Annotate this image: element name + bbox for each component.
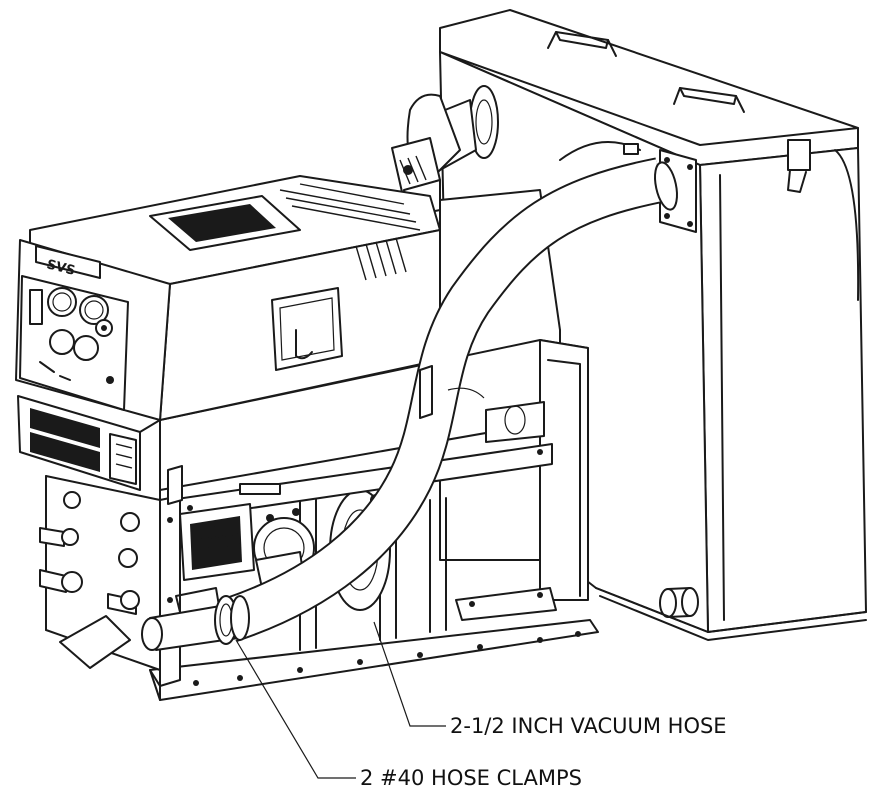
hose-clamp-2 — [230, 595, 250, 641]
leader-line-hose-clamps — [235, 639, 356, 779]
lower-front-box — [39, 475, 181, 687]
vacuum-elbow — [391, 85, 499, 217]
control-panel — [19, 275, 129, 411]
front-grille — [17, 395, 141, 491]
brand-logo-text: SVS — [45, 257, 77, 279]
lid-latch — [787, 139, 811, 193]
lid-handle-front — [547, 31, 617, 57]
vacuum-hose — [222, 157, 678, 642]
callout-label-hose-clamps: 2 #40 HOSE CLAMPS — [360, 766, 582, 790]
water-pump — [455, 401, 557, 621]
callout-hose-clamps: 2 #40 HOSE CLAMPS — [235, 639, 582, 790]
gauge-right-icon — [79, 295, 109, 325]
front-fittings — [39, 491, 140, 615]
hose-barb-front — [141, 595, 250, 651]
callout-vacuum-hose: 2-1/2 INCH VACUUM HOSE — [373, 621, 727, 738]
callout-label-vacuum-hose: 2-1/2 INCH VACUUM HOSE — [450, 714, 727, 738]
gauge-left-icon — [47, 287, 77, 317]
brand-logo: SVS — [35, 245, 101, 279]
side-access-window — [271, 287, 343, 371]
drain-port — [659, 587, 699, 618]
leader-line-vacuum-hose — [373, 621, 446, 727]
lid-handle-rear — [673, 87, 745, 113]
